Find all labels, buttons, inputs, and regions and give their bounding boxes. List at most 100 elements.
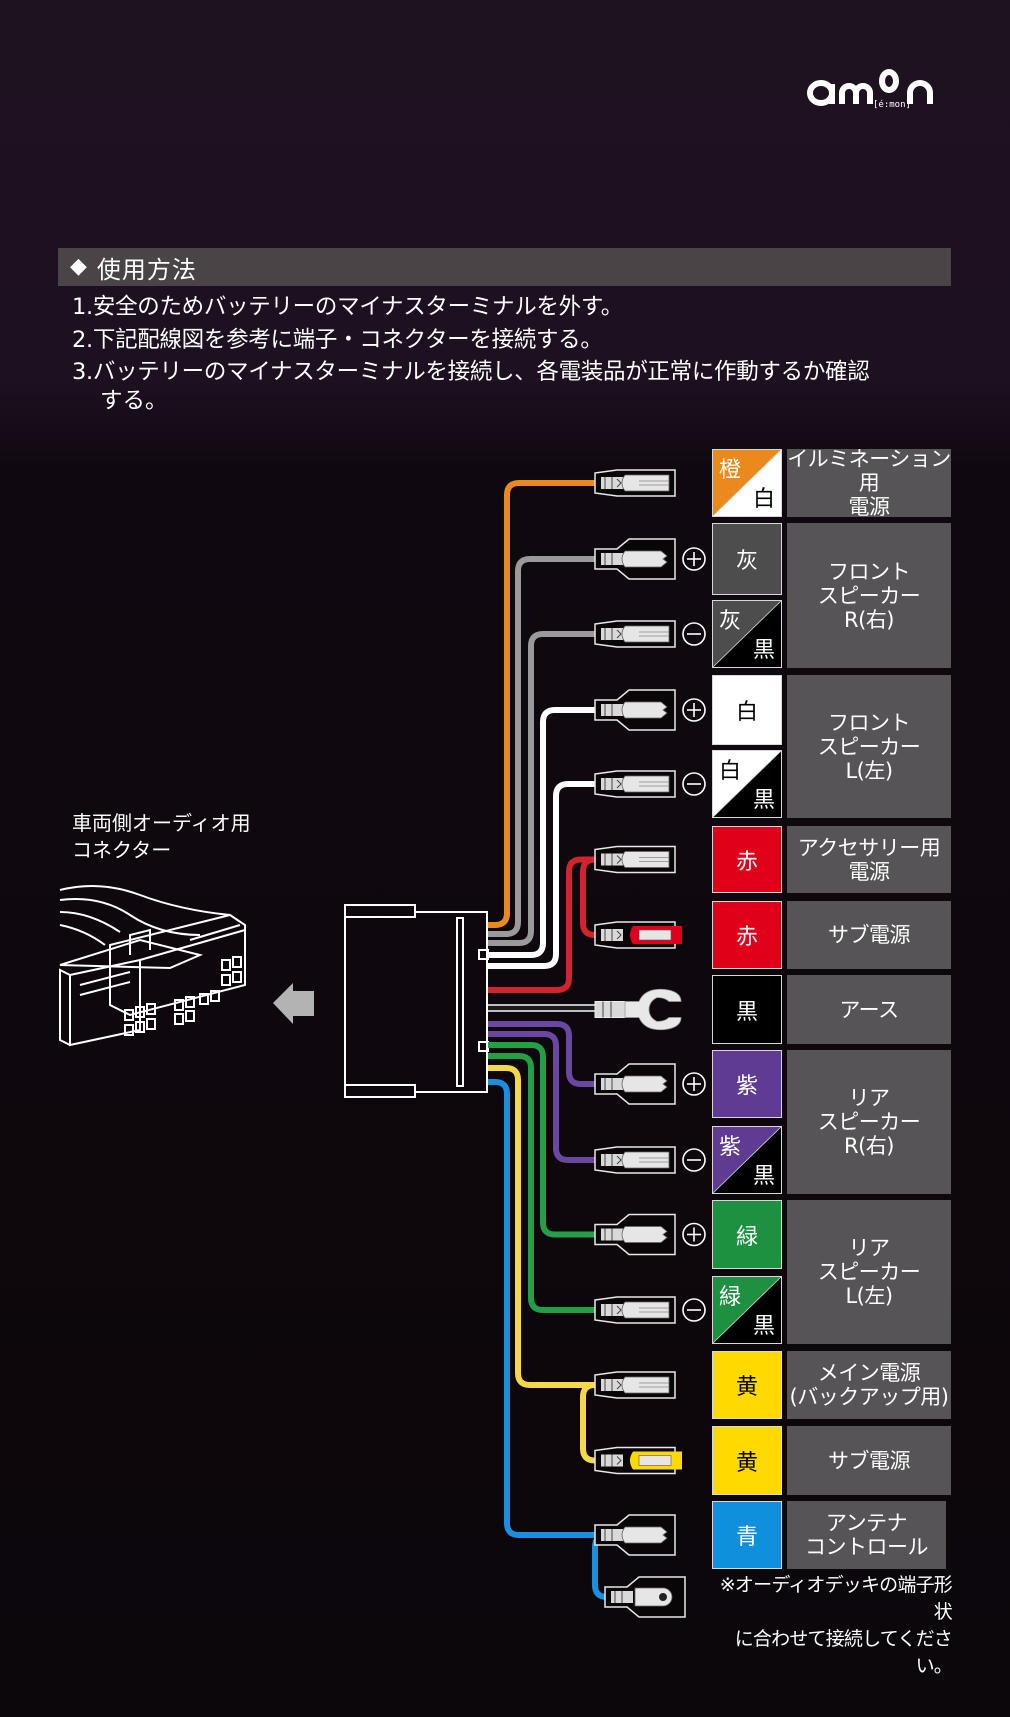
color-label: 白: [719, 759, 742, 784]
function-box: メイン電源 (バックアップ用): [787, 1351, 951, 1419]
plus-icon: [682, 1222, 706, 1247]
color-box-white: 白: [712, 675, 782, 745]
color-label: 白: [735, 700, 758, 725]
harness-connector-drawing: [344, 904, 489, 1098]
wire-gray: [488, 556, 595, 937]
step-3: 3.バッテリーのマイナスターミナルを接続し、各電装品が正常に作動するか確認: [72, 359, 870, 385]
stripe-split: [713, 450, 781, 516]
color-label: 橙: [719, 458, 742, 483]
color-label: 紫: [719, 1135, 742, 1160]
color-box-orange-white: 橙白: [712, 449, 782, 517]
color-box-purple: 紫: [712, 1050, 782, 1118]
stripe-split: [713, 1277, 781, 1343]
terminal-yellow-main: [594, 1371, 676, 1399]
terminal-green-black: [594, 1296, 676, 1324]
color-label: 青: [735, 1525, 758, 1550]
color-box-yellow-main: 黄: [712, 1351, 782, 1419]
stripe-split: [713, 601, 781, 667]
terminal-red-acc: [594, 845, 676, 874]
terminal-blue: [594, 1514, 676, 1556]
stripe-split: [713, 1127, 781, 1193]
function-box: アンテナ コントロール: [787, 1501, 946, 1569]
function-box: フロント スピーカー R(右): [787, 523, 951, 668]
color-label: 紫: [735, 1074, 758, 1099]
color-label: 緑: [735, 1224, 758, 1250]
terminal-purple-black: [594, 1146, 676, 1174]
function-box: イルミネーション用 電源: [787, 447, 951, 519]
color-box-white-black: 白黒: [712, 750, 782, 818]
wire-orange-white: [488, 480, 595, 928]
function-box: アース: [787, 975, 951, 1044]
color-label: 黒: [735, 999, 758, 1025]
terminal-green: [594, 1213, 676, 1256]
plus-icon: [682, 698, 706, 722]
function-box: リア スピーカー L(左): [787, 1200, 951, 1344]
color-box-blue: 青: [712, 1501, 782, 1569]
howto-header: ◆ 使用方法: [58, 248, 951, 286]
terminal-layer: [594, 469, 706, 1618]
stripe-label: 黒: [752, 788, 775, 813]
color-box-red-acc: 赤: [712, 826, 782, 893]
color-label: 赤: [735, 849, 758, 875]
vehicle-connector-drawing: [59, 885, 246, 1047]
color-box-red-sub: 赤: [712, 901, 782, 969]
brand-logo: [é:mon]: [807, 69, 933, 110]
wire-blue: [488, 1079, 595, 1538]
stripe-label: 黒: [752, 1314, 775, 1339]
terminal-gray-black: [594, 620, 676, 648]
stripe-label: 黒: [752, 1164, 775, 1189]
color-label: 黄: [735, 1450, 758, 1476]
minus-icon: [682, 772, 706, 796]
terminal-white-black: [594, 770, 676, 798]
wire-purple: [488, 1021, 595, 1087]
wire-purple-black: [488, 1031, 595, 1163]
step-1: 1.安全のためバッテリーのマイナスターミナルを外す。: [72, 294, 623, 320]
color-box-purple-black: 紫黒: [712, 1126, 782, 1194]
wire-layer: [488, 480, 610, 1600]
function-box: サブ電源: [787, 1426, 951, 1495]
wire-green-black: [488, 1053, 595, 1313]
function-box: アクセサリー用 電源: [787, 826, 951, 893]
step-2: 2.下記配線図を参考に端子・コネクターを接続する。: [72, 327, 603, 353]
wire-gray-black: [488, 631, 595, 946]
color-box-black: 黒: [712, 975, 782, 1044]
terminal-orange-white: [594, 469, 676, 497]
wire-yellow-branch: [580, 1382, 596, 1464]
minus-icon: [682, 1298, 706, 1322]
wire-green: [488, 1042, 595, 1238]
wire-red-branch: [580, 856, 596, 938]
terminal-white: [594, 689, 676, 731]
color-box-gray-black: 灰黒: [712, 600, 782, 668]
diamond-icon: ◆: [70, 254, 87, 279]
terminal-note: ※オーディオデッキの端子形状 に合わせて接続してください。: [719, 1574, 953, 1677]
arrow-left-icon: [273, 983, 314, 1024]
color-box-gray: 灰: [712, 523, 782, 595]
minus-icon: [682, 1148, 706, 1172]
plus-icon: [682, 1072, 706, 1096]
wire-white-black: [488, 781, 595, 969]
terminal-yellow-sub: [594, 1446, 682, 1475]
howto-title: 使用方法: [96, 255, 197, 284]
color-label: 赤: [735, 925, 758, 950]
wire-red-acc: [488, 856, 595, 993]
terminal-red-sub: [594, 921, 682, 949]
wire-yellow-main: [488, 1065, 595, 1388]
terminal-gray: [594, 538, 676, 580]
color-box-green-black: 緑黒: [712, 1276, 782, 1344]
color-box-green: 緑: [712, 1200, 782, 1269]
color-box-yellow-sub: 黄: [712, 1426, 782, 1495]
stripe-label: 黒: [752, 638, 775, 663]
step-3-continuation: する。: [100, 388, 168, 414]
terminal-purple: [594, 1063, 676, 1105]
color-label: 灰: [735, 549, 758, 574]
logo-subtext: [é:mon]: [873, 99, 911, 110]
wire-white: [488, 707, 595, 958]
stripe-split: [713, 751, 781, 817]
color-label: 灰: [719, 609, 742, 634]
minus-icon: [682, 622, 706, 646]
vehicle-connector-label: 車両側オーディオ用 コネクター: [72, 811, 251, 862]
function-box: フロント スピーカー L(左): [787, 675, 951, 818]
function-box: サブ電源: [787, 901, 951, 969]
stripe-label: 白: [752, 487, 775, 512]
